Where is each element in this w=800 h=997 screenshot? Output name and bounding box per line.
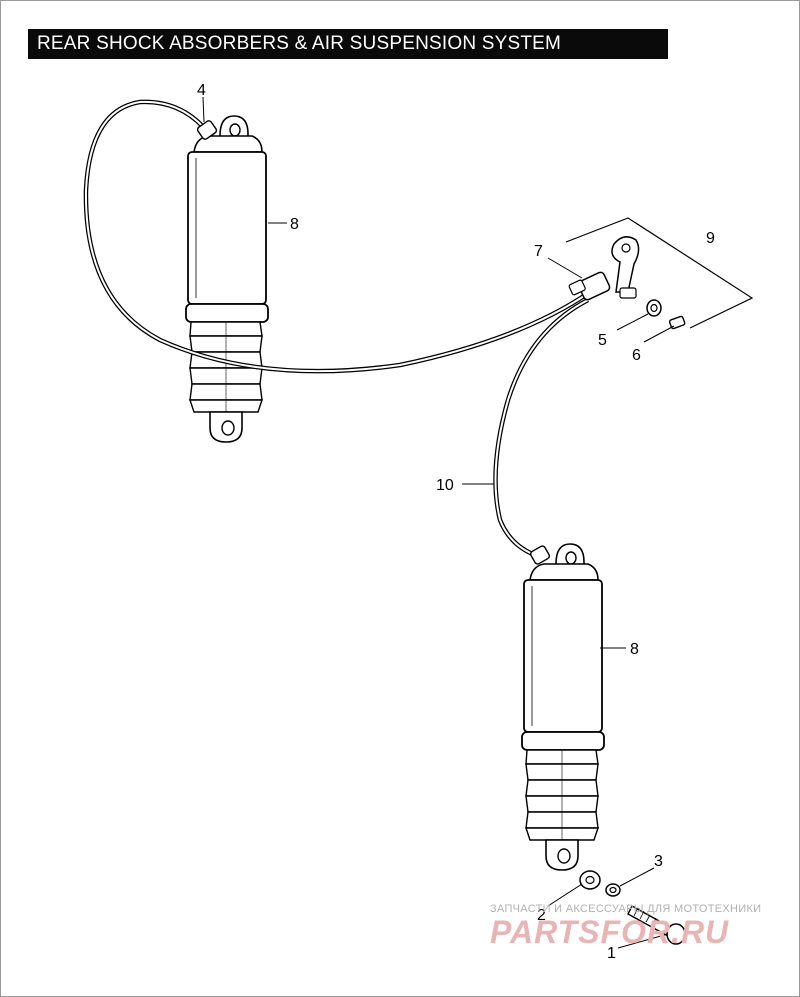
washer-5 — [646, 299, 662, 317]
fitting-upper — [196, 120, 218, 140]
washer-3 — [605, 883, 621, 897]
upper-shock-absorber — [185, 115, 269, 443]
page-title: REAR SHOCK ABSORBERS & AIR SUSPENSION SY… — [37, 33, 562, 54]
callout-2: 2 — [537, 907, 546, 924]
callout-6: 6 — [632, 347, 641, 364]
callout-5: 5 — [598, 332, 607, 349]
callout-7: 7 — [534, 243, 543, 260]
callout-10: 10 — [436, 477, 454, 494]
callout-9: 9 — [706, 230, 715, 247]
watermark-logo: PARTSFOR.RU — [490, 914, 730, 950]
callout-8-upper: 8 — [290, 216, 299, 233]
air-line-10 — [493, 298, 590, 558]
watermark-tagline: ЗАПЧАСТИ И АКСЕССУАРЫ ДЛЯ МОТОТЕХНИКИ — [490, 903, 762, 915]
lower-shock-absorber — [521, 543, 605, 871]
callout-3: 3 — [654, 853, 663, 870]
kit-9-bracket-lines — [565, 217, 754, 329]
callout-1: 1 — [607, 945, 616, 962]
manifold-bracket — [568, 236, 640, 301]
callout-8-lower: 8 — [630, 641, 639, 658]
plug-6 — [668, 315, 686, 330]
title-bar: REAR SHOCK ABSORBERS & AIR SUSPENSION SY… — [28, 29, 668, 59]
fitting-lower — [529, 545, 551, 565]
callout-4: 4 — [197, 82, 206, 99]
bolt-1 — [627, 905, 686, 945]
washer-2 — [579, 870, 601, 890]
leader-lines — [202, 96, 675, 949]
